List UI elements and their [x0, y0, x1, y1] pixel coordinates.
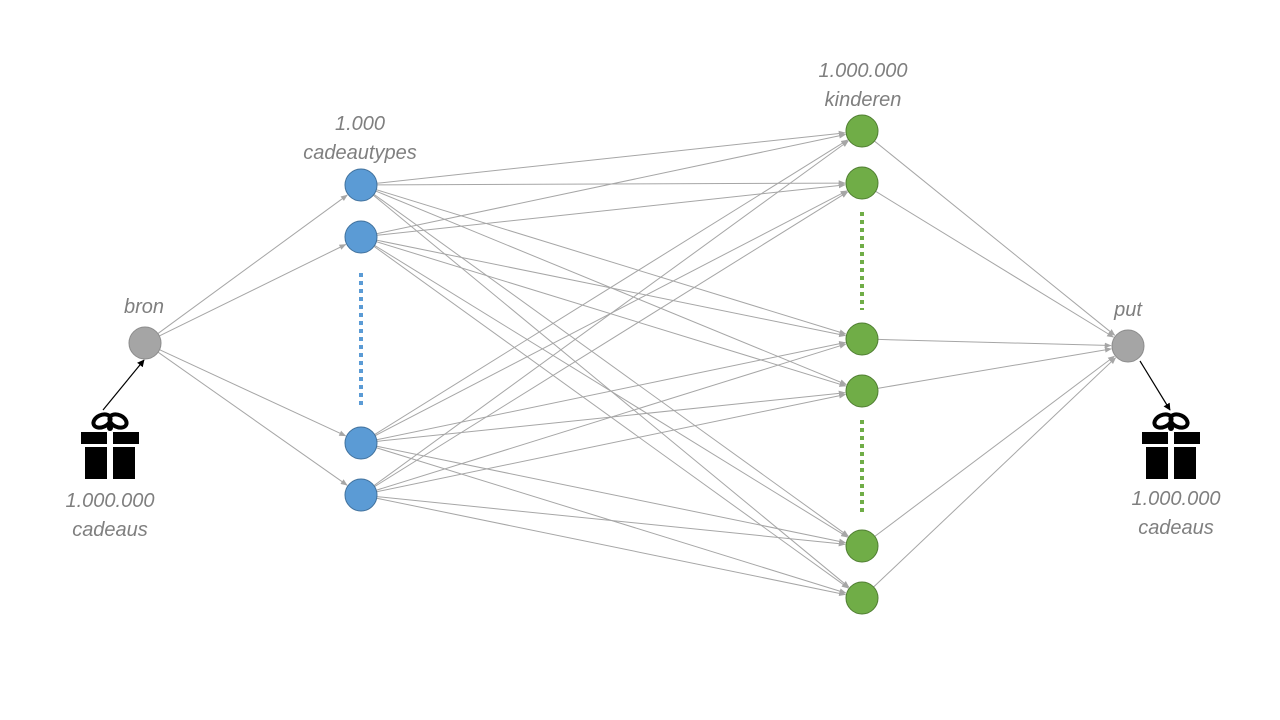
- arrow-gifts-to-source: [102, 359, 145, 411]
- children-label: kinderen: [824, 89, 902, 111]
- children-count: 1.000.000: [818, 60, 908, 82]
- edge-gift-type-to-child: [376, 343, 847, 491]
- edge-child-to-sink: [874, 355, 1115, 537]
- gift-types-count: 1.000: [334, 113, 386, 135]
- edge-child-to-sink: [877, 338, 1112, 349]
- edges: [157, 130, 1117, 597]
- edge-gift-type-to-child: [374, 139, 849, 435]
- gift-types-label: cadeautypes: [303, 142, 417, 164]
- edge-gift-type-to-child: [374, 191, 849, 487]
- child-node: [845, 114, 879, 148]
- edge-gift-type-to-child: [376, 189, 847, 335]
- arrow-sink-to-gifts: [1139, 360, 1171, 411]
- icons: [81, 359, 1200, 479]
- edge-child-to-sink: [873, 357, 1117, 588]
- edge-child-to-sink: [875, 190, 1115, 338]
- edge-gift-type-to-child: [376, 340, 847, 441]
- gift-type-node: [344, 220, 378, 254]
- child-node: [845, 529, 879, 563]
- edge-source-to-gift-type: [157, 194, 348, 334]
- edge-source-to-gift-type: [159, 349, 347, 437]
- child-node: [845, 581, 879, 615]
- gifts-out-label: cadeaus: [1138, 517, 1214, 539]
- edge-gift-type-to-child: [376, 239, 847, 338]
- child-node: [845, 374, 879, 408]
- sink-label: put: [1114, 299, 1142, 321]
- source-node: [128, 326, 162, 360]
- sink-node: [1111, 329, 1145, 363]
- child-node: [845, 166, 879, 200]
- edge-gift-type-to-child: [373, 193, 849, 537]
- ellipsis-dots: [359, 212, 864, 516]
- nodes: [128, 114, 1145, 615]
- edge-gift-type-to-child: [373, 140, 849, 486]
- edge-gift-type-to-child: [376, 445, 847, 545]
- edge-source-to-gift-type: [157, 351, 348, 486]
- gift-icon: [81, 412, 139, 479]
- gift-type-node: [344, 168, 378, 202]
- edge-gift-type-to-child: [376, 133, 847, 235]
- edge-source-to-gift-type: [159, 244, 347, 337]
- gift-type-node: [344, 426, 378, 460]
- gifts-in-label: cadeaus: [72, 519, 148, 541]
- edge-child-to-sink: [874, 140, 1116, 336]
- edge-gift-type-to-child: [376, 392, 847, 493]
- gift-type-node: [344, 478, 378, 512]
- gifts-out-count: 1.000.000: [1131, 488, 1221, 510]
- gifts-in-count: 1.000.000: [65, 490, 155, 512]
- source-label: bron: [123, 296, 165, 318]
- edge-gift-type-to-child: [376, 130, 846, 184]
- edge-child-to-sink: [877, 347, 1112, 389]
- child-node: [845, 322, 879, 356]
- edge-gift-type-to-child: [376, 182, 846, 236]
- edge-gift-type-to-child: [376, 496, 846, 547]
- gift-icon: [1142, 412, 1200, 479]
- edge-gift-type-to-child: [376, 497, 847, 597]
